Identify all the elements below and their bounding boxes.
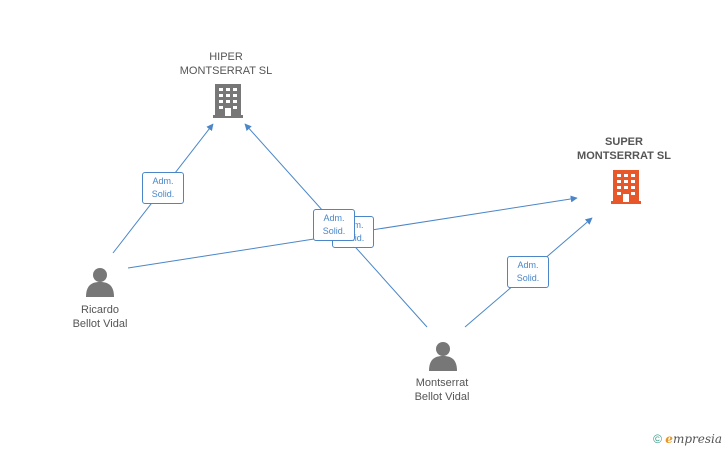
role-line1: Adm. [323, 213, 345, 223]
company-name-line2: MONTSERRAT SL [179, 65, 273, 77]
role-line2: Solid. [516, 273, 540, 283]
brand-logo: empresia [665, 432, 722, 446]
brand-logo-text: mpresia [672, 432, 722, 446]
person-name-line2: Bellot Vidal [414, 391, 470, 403]
person-label-ricardo[interactable]: Ricardo Bellot Vidal [40, 303, 160, 331]
empresia-watermark[interactable]: © empresia [653, 432, 722, 446]
role-line2: Solid. [151, 189, 175, 199]
company-name-line1: SUPER [605, 136, 643, 148]
role-line1: Adm. [152, 176, 174, 186]
person-icon-montserrat[interactable] [429, 342, 457, 371]
building-icon-super[interactable] [611, 170, 641, 204]
edge-badge-montserrat-hiper[interactable]: Adm. Solid. [313, 209, 355, 241]
company-label-super[interactable]: SUPER MONTSERRAT SL [564, 135, 684, 163]
role-line2: Solid. [322, 226, 346, 236]
edge-badge-ricardo-hiper[interactable]: Adm. Solid. [142, 172, 184, 204]
person-name-line1: Ricardo [81, 304, 119, 316]
company-name-line2: MONTSERRAT SL [577, 150, 671, 162]
person-label-montserrat[interactable]: Montserrat Bellot Vidal [382, 376, 502, 404]
brand-logo-initial: e [665, 432, 673, 446]
person-icon-ricardo[interactable] [86, 268, 114, 297]
role-line1: Adm. [517, 260, 539, 270]
company-label-hiper[interactable]: HIPER MONTSERRAT SL [166, 50, 286, 78]
person-name-line2: Bellot Vidal [72, 318, 128, 330]
edge-badge-montserrat-super[interactable]: Adm. Solid. [507, 256, 549, 288]
building-icon-hiper[interactable] [213, 84, 243, 118]
person-name-line1: Montserrat [415, 377, 469, 389]
company-name-line1: HIPER [209, 51, 243, 63]
copyright-symbol: © [653, 432, 662, 446]
